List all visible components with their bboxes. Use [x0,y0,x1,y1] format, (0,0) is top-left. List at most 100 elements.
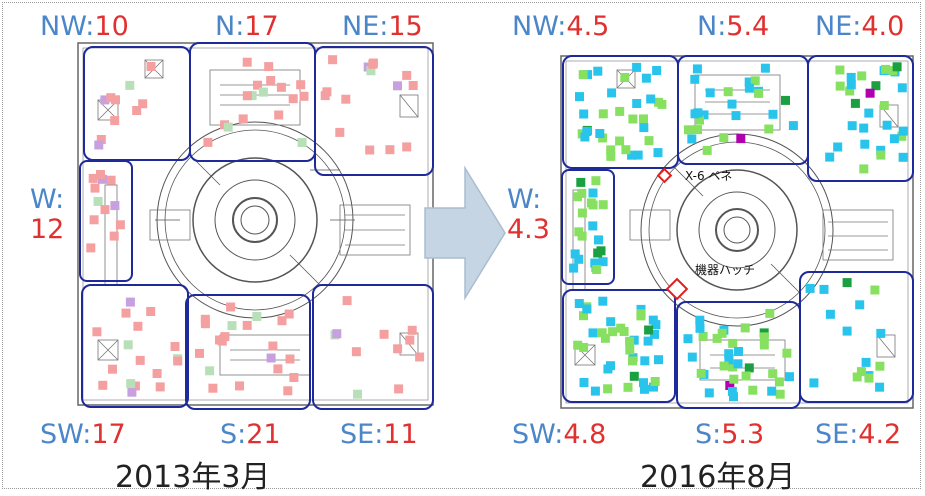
survey-point [897,131,907,141]
survey-point [835,65,845,75]
survey-point [625,345,635,355]
survey-point [110,116,120,126]
survey-point [876,150,886,160]
survey-point [615,136,625,146]
survey-point [725,381,735,390]
survey-point [570,249,580,259]
survey-point [393,344,403,354]
survey-point [774,377,784,387]
survey-point [125,80,135,90]
survey-point [640,356,650,366]
zone-label-nw-2013: NW:10 [40,11,129,42]
survey-point [332,329,342,339]
survey-point [704,388,714,398]
survey-point [748,385,758,395]
survey-point [125,297,135,307]
survey-point [734,347,743,356]
survey-point [684,125,693,135]
survey-point [898,152,908,162]
survey-point [819,284,829,294]
survey-point [288,94,298,104]
survey-point [603,384,613,394]
survey-point [870,285,880,295]
survey-point [351,347,361,357]
survey-point [760,63,770,73]
survey-point [695,323,705,333]
survey-point [574,299,584,308]
survey-point [274,110,284,120]
survey-point [152,369,162,378]
survey-point [96,135,106,144]
survey-point [94,140,104,150]
survey-point [833,142,843,152]
survey-point [593,248,603,258]
survey-point [590,258,600,268]
zone-label-nw-2016: NW:4.5 [512,11,610,42]
survey-point [608,327,618,337]
survey-point [687,134,697,144]
survey-point [768,369,778,379]
survey-point [598,109,608,119]
survey-point [754,88,764,98]
penetration-marker [656,167,673,184]
survey-point [578,70,588,80]
survey-point [640,384,649,394]
survey-point [588,221,598,231]
floor-plan-2016 [560,55,914,409]
survey-point [121,308,131,318]
survey-point [607,88,617,98]
survey-point [106,175,116,185]
zone-label-sw-2013: SW:17 [40,419,126,450]
survey-point [847,121,857,131]
survey-point [855,300,865,310]
survey-point [805,283,815,293]
zone-label-sw-2016: SW:4.8 [512,419,607,450]
survey-point [569,263,579,273]
survey-point [415,352,425,362]
survey-point [385,145,395,155]
survey-point [842,278,852,288]
survey-point [93,196,103,206]
survey-point [632,62,642,72]
survey-point [320,91,330,101]
survey-point [764,124,774,134]
survey-point [574,227,584,237]
survey-point [696,368,706,378]
survey-point [284,309,294,319]
survey-point [628,356,637,366]
survey-point [652,66,662,75]
survey-point [205,366,215,376]
survey-point [861,357,871,367]
survey-point [639,378,648,388]
survey-point [247,91,257,101]
survey-point [871,81,881,91]
survey-point [146,307,156,316]
survey-point [850,98,860,108]
survey-point [586,198,596,208]
survey-point [242,320,252,330]
survey-point [759,332,769,342]
survey-point [127,387,137,397]
survey-point [268,341,278,351]
survey-point [299,91,309,101]
survey-point [235,381,244,391]
survey-point [785,372,794,382]
survey-point [573,340,583,350]
survey-point [865,88,875,98]
survey-point [579,342,589,352]
survey-point [744,83,754,93]
survey-point [728,338,738,348]
survey-point [629,335,639,345]
survey-point [579,109,589,119]
survey-point [621,145,631,155]
survey-point [846,72,856,82]
survey-point [616,323,626,333]
survey-point [200,319,210,329]
survey-point [644,136,654,146]
survey-point [133,321,143,331]
survey-point [92,327,102,337]
hatch-marker [665,277,689,301]
survey-point [729,392,738,402]
survey-point [130,381,140,391]
zone-label-se-2013: SE:11 [340,419,418,450]
